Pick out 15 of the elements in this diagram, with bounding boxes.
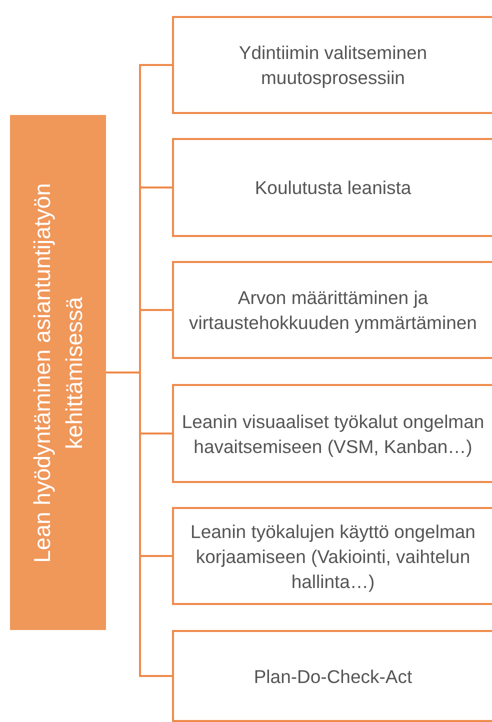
- step-box: [172, 384, 492, 483]
- step-text: Leanin visuaaliset työkalut ongelman havaitsemiseen (VSM, Kanban…): [180, 410, 486, 458]
- vertical-heading: Lean hyödyntäminen asiantuntijatyön kehittämisessä: [28, 182, 88, 562]
- step-box: [172, 16, 492, 114]
- step-text: Arvon määrittäminen ja virtaustehokkuuden ymmärtäminen: [188, 286, 478, 335]
- step-box: [172, 507, 492, 605]
- step-box: [172, 630, 492, 722]
- title-bar: [10, 115, 106, 630]
- connector-line: [106, 372, 172, 677]
- step-text: Ydintiimin valitseminen muutosprosessiin: [238, 41, 428, 90]
- step-box: [172, 261, 492, 359]
- step-box: [172, 138, 492, 237]
- step-text: Plan-Do-Check-Act: [252, 664, 414, 688]
- step-text: Koulutusta leanista: [254, 176, 412, 200]
- step-text: Leanin työkalujen käyttö ongelman korjaamiseen (Vakiointi, vaihtelun hallinta…): [190, 520, 476, 594]
